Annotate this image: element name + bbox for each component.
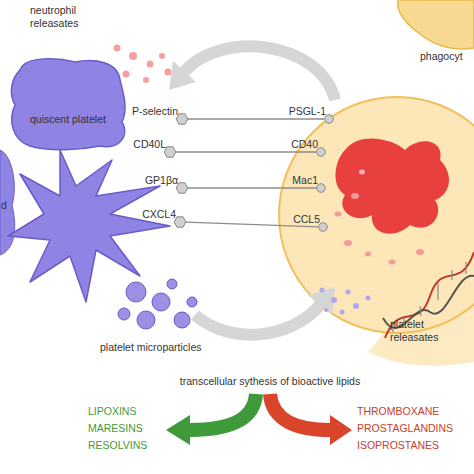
microparticle [118,308,130,320]
molecule-label: Mac1 [292,174,318,186]
annotation-text: platelet releasates [390,318,448,344]
cycle-arrow [184,46,335,100]
granule [389,260,396,265]
lipid-name: LIPOXINS [88,405,136,418]
dna-rung [465,262,466,274]
granule [365,252,371,257]
dna-strand [383,276,474,328]
lipid-name: RESOLVINS [88,439,147,452]
dna-rung [451,270,452,280]
lipid-arrow [270,394,330,430]
binding-line [188,118,324,119]
releasate-dot [366,296,371,301]
annotation-text: platelet microparticles [100,341,202,354]
granule [351,193,359,199]
molecule-label: CD40 [291,138,318,150]
releasate-dot [147,61,154,68]
ligand-marker: P-selectin [176,113,188,125]
lipid-name: MARESINS [88,422,143,435]
ligand-marker: CXCL4 [174,216,186,228]
arrow-head [330,415,352,445]
lipid-name: ISOPROSTANES [357,439,439,452]
releasate-dot [159,53,165,59]
annotation-text: d [1,199,7,212]
activated-platelet [8,150,170,302]
dna-rung [392,322,393,332]
molecule-label: CCL5 [293,213,320,225]
molecule-label: CXCL4 [142,208,176,220]
platelet-edge [0,150,15,255]
arrow-head [169,61,196,90]
releasate-dot [143,77,149,83]
microparticle [126,282,146,302]
lipid-name: THROMBOXANE [357,405,439,418]
annotation-text: neutrophil releasates [30,4,100,30]
granule [335,212,342,217]
microparticle [152,293,170,311]
cell-label: quiscent platelet [30,113,106,125]
dna-rung [403,318,404,326]
binding-line [176,151,316,152]
lipid-name: PROSTAGLANDINS [357,422,453,435]
molecule-label: P-selectin [132,105,178,117]
microparticle [174,312,190,328]
dna-rung [420,306,421,316]
dna-rung [437,282,438,300]
receptor-marker: CD40 [316,147,326,157]
granule [416,249,424,255]
ligand-marker: CD40L [164,146,176,158]
releasate-dot [165,69,172,76]
microparticle [187,297,197,307]
releasate-dot [123,71,130,78]
releasate-dot [129,52,137,60]
releasate-dot [320,288,325,293]
ligand-marker: GP1βα [176,182,188,194]
dna-strand [385,252,474,338]
phagocyte-cell [398,0,474,49]
releasate-dot [331,297,337,303]
quiescent-platelet: quiscent platelet [8,55,130,153]
binding-line [188,187,316,188]
releasate-dot [340,310,345,315]
molecule-label: CD40L [133,138,166,150]
arrow-head [166,415,190,445]
microparticle [167,279,177,289]
receptor-marker: CCL5 [318,222,328,232]
molecule-label: GP1βα [145,174,178,186]
releasate-dot [353,303,359,309]
microparticle [137,311,155,329]
arrow-head [308,287,335,315]
annotation-text: phagocyt [420,50,463,63]
releasate-dot [324,308,328,312]
releasate-dot [346,290,351,295]
node-outline [8,55,130,153]
granule [359,170,365,175]
cycle-arrow [195,305,320,335]
molecule-label: PSGL-1 [289,105,326,117]
lipid-arrow [190,394,256,430]
granule [344,240,352,246]
annotation-text: transcellular sythesis of bioactive lipi… [150,375,390,388]
neutrophil-nucleus [336,138,450,233]
platelet-body [11,59,125,150]
neutrophil-cell [279,97,474,333]
receptor-marker: PSGL-1 [324,114,334,124]
receptor-marker: Mac1 [316,183,326,193]
releasate-dot [114,45,121,52]
